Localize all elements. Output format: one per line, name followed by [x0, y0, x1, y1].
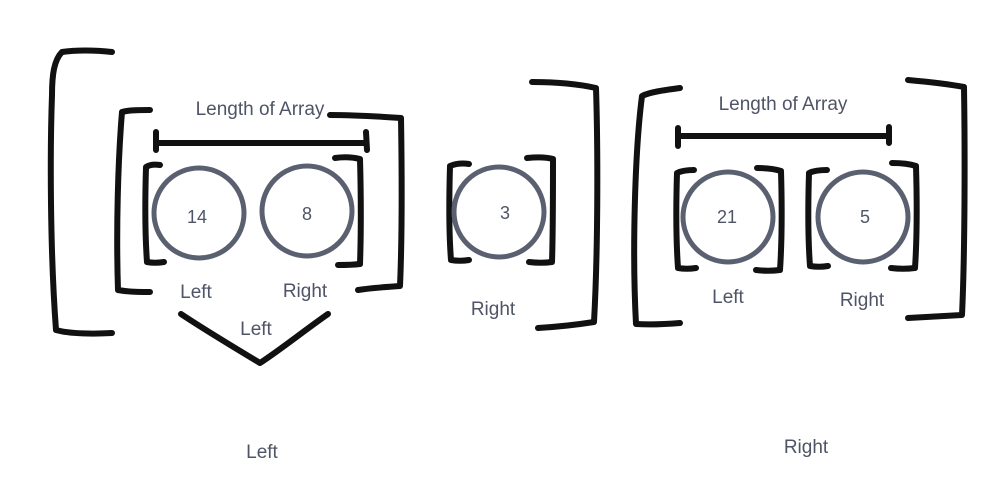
- node-circle-14: [151, 165, 247, 261]
- bracket-5-open: [805, 167, 831, 270]
- left-group-right-label: Right: [283, 281, 328, 302]
- node-value-14: 14: [187, 207, 207, 227]
- bottom-left-label: Left: [246, 442, 278, 463]
- middle-bracket-close: [524, 154, 556, 266]
- node-value-21: 21: [717, 207, 737, 227]
- right-outer-bracket-close: [905, 77, 968, 321]
- bottom-right-label: Right: [784, 437, 829, 458]
- node-circle-8: [259, 163, 355, 259]
- right-length-span: [675, 124, 892, 149]
- bracket-21-close: [753, 165, 785, 274]
- node-circle-21: [680, 169, 776, 265]
- bracket-14-open: [142, 161, 167, 266]
- left-inner-bracket-open: [114, 107, 153, 295]
- bracket-8-close: [332, 154, 364, 268]
- right-of-middle-outer-bracket: [529, 79, 601, 331]
- node-circle-3: [451, 164, 547, 260]
- right-length-label: Length of Array: [719, 94, 848, 115]
- bracket-5-close: [888, 160, 920, 272]
- left-merge-label: Left: [240, 319, 272, 340]
- bracket-21-open: [673, 167, 699, 272]
- left-merge-chevron: [178, 311, 331, 366]
- node-value-3: 3: [500, 203, 510, 223]
- right-outer-bracket-open: [631, 85, 683, 328]
- left-outer-bracket: [47, 47, 115, 337]
- right-group-left-label: Left: [712, 287, 744, 308]
- left-inner-bracket-close: [327, 112, 405, 293]
- node-circle-5: [815, 169, 911, 265]
- middle-right-label: Right: [471, 299, 516, 320]
- left-length-label: Length of Array: [196, 99, 325, 120]
- node-value-8: 8: [302, 204, 312, 224]
- right-group-right-label: Right: [840, 290, 885, 311]
- left-length-span: [153, 129, 370, 153]
- node-value-5: 5: [860, 207, 870, 227]
- middle-bracket-open: [446, 160, 472, 264]
- left-group-left-label: Left: [180, 282, 212, 303]
